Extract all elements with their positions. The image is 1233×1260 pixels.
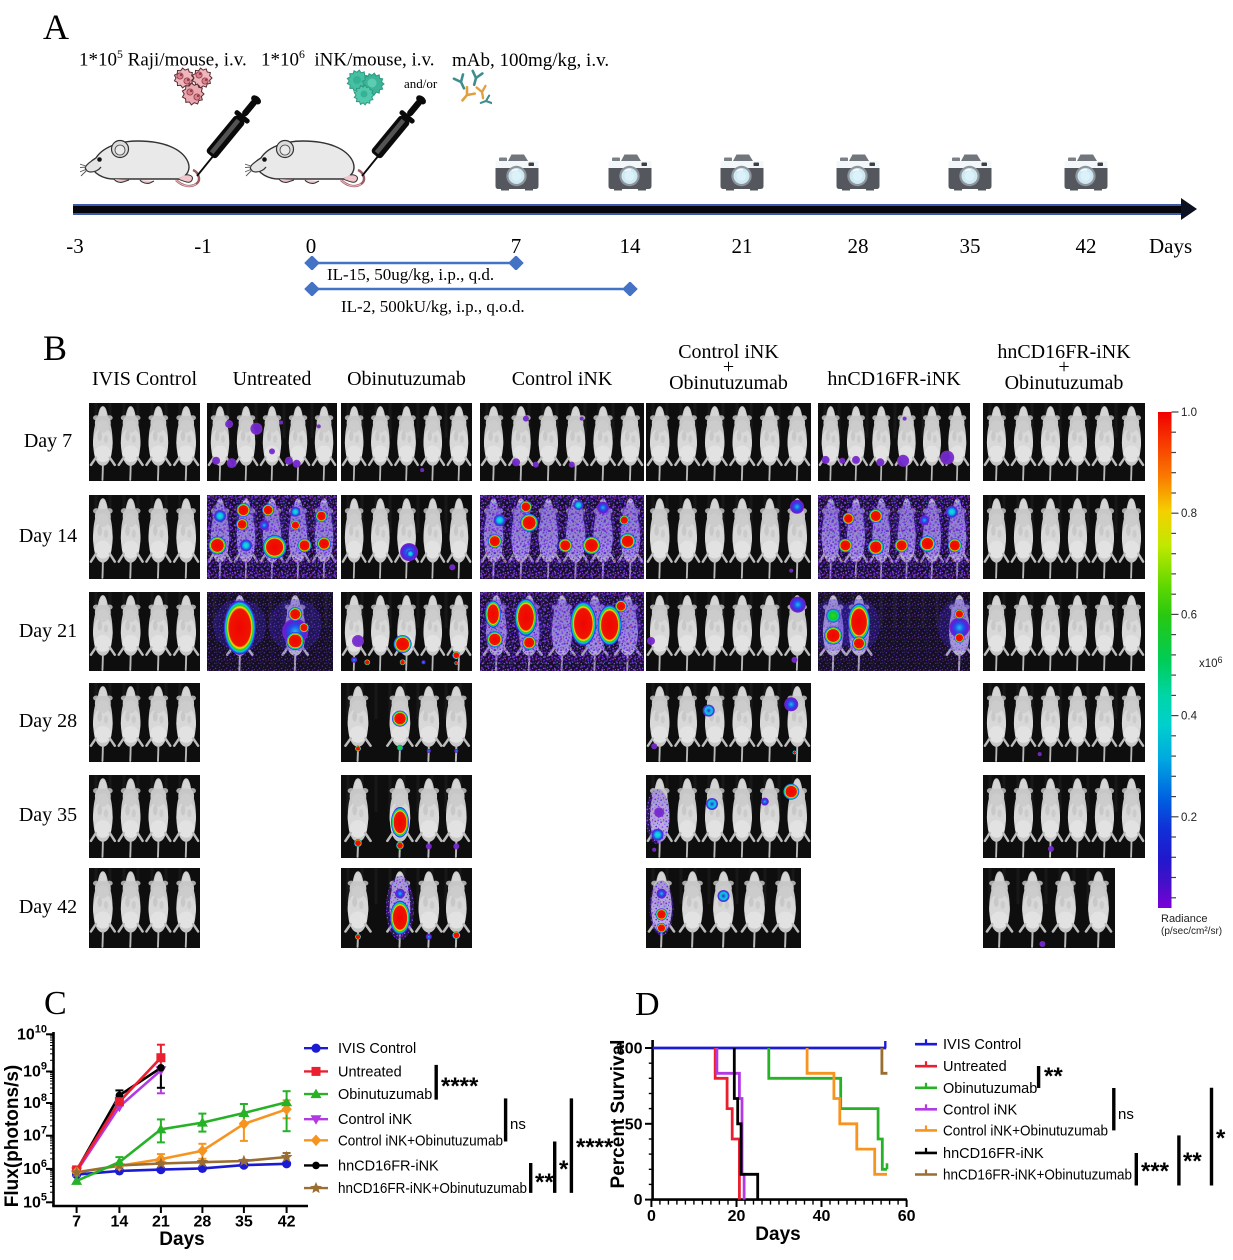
svg-text:****: **** bbox=[576, 1134, 614, 1161]
svg-text:Radiance: Radiance bbox=[1161, 913, 1207, 925]
svg-text:hnCD16FR-iNK+Obinutuzumab: hnCD16FR-iNK+Obinutuzumab bbox=[943, 1168, 1132, 1184]
svg-text:35: 35 bbox=[235, 1214, 253, 1231]
svg-text:Obinutuzumab: Obinutuzumab bbox=[338, 1087, 432, 1103]
svg-text:0.2: 0.2 bbox=[1181, 812, 1197, 824]
svg-text:105: 105 bbox=[23, 1191, 47, 1211]
svg-text:0: 0 bbox=[634, 1192, 643, 1209]
svg-text:0: 0 bbox=[647, 1208, 656, 1225]
svg-text:106: 106 bbox=[23, 1158, 47, 1178]
svg-text:Control iNK+Obinutuzumab: Control iNK+Obinutuzumab bbox=[943, 1123, 1108, 1139]
svg-text:107: 107 bbox=[23, 1125, 47, 1145]
svg-text:hnCD16FR-iNK+Obinutuzumab: hnCD16FR-iNK+Obinutuzumab bbox=[338, 1181, 527, 1197]
svg-text:(p/sec/cm²/sr): (p/sec/cm²/sr) bbox=[1161, 926, 1222, 937]
svg-text:hnCD16FR-iNK: hnCD16FR-iNK bbox=[943, 1146, 1044, 1162]
svg-text:0.4: 0.4 bbox=[1181, 711, 1198, 723]
svg-text:**: ** bbox=[1044, 1063, 1063, 1090]
svg-text:Days: Days bbox=[755, 1224, 800, 1245]
svg-text:D: D bbox=[635, 986, 660, 1023]
svg-text:100: 100 bbox=[616, 1041, 643, 1058]
svg-text:60: 60 bbox=[898, 1208, 916, 1225]
svg-text:Control iNK: Control iNK bbox=[943, 1102, 1017, 1118]
svg-text:Flux(photons/s): Flux(photons/s) bbox=[2, 1065, 23, 1207]
svg-text:ns: ns bbox=[510, 1116, 526, 1133]
svg-text:Untreated: Untreated bbox=[338, 1064, 402, 1080]
svg-text:**: ** bbox=[1183, 1148, 1202, 1175]
svg-text:Days: Days bbox=[159, 1229, 204, 1250]
svg-text:ns: ns bbox=[1118, 1106, 1134, 1123]
svg-text:7: 7 bbox=[72, 1214, 81, 1231]
svg-text:IVIS Control: IVIS Control bbox=[338, 1041, 416, 1057]
svg-text:42: 42 bbox=[278, 1214, 296, 1231]
svg-text:20: 20 bbox=[728, 1208, 746, 1225]
svg-text:40: 40 bbox=[813, 1208, 831, 1225]
svg-text:1.0: 1.0 bbox=[1181, 407, 1197, 419]
svg-text:14: 14 bbox=[111, 1214, 129, 1231]
svg-text:Control iNK: Control iNK bbox=[338, 1112, 412, 1128]
svg-text:Obinutuzumab: Obinutuzumab bbox=[943, 1081, 1037, 1097]
svg-text:28: 28 bbox=[194, 1214, 212, 1231]
svg-text:0.8: 0.8 bbox=[1181, 508, 1197, 520]
svg-text:*: * bbox=[559, 1156, 569, 1183]
svg-text:x106: x106 bbox=[1199, 655, 1223, 670]
svg-text:0.6: 0.6 bbox=[1181, 609, 1197, 621]
svg-text:*: * bbox=[1216, 1125, 1226, 1152]
svg-text:IVIS Control: IVIS Control bbox=[943, 1037, 1021, 1053]
svg-text:21: 21 bbox=[152, 1214, 170, 1231]
svg-text:109: 109 bbox=[23, 1061, 47, 1081]
svg-text:50: 50 bbox=[625, 1116, 643, 1133]
svg-text:**: ** bbox=[535, 1169, 554, 1196]
svg-text:Control iNK+Obinutuzumab: Control iNK+Obinutuzumab bbox=[338, 1133, 503, 1149]
svg-text:hnCD16FR-iNK: hnCD16FR-iNK bbox=[338, 1158, 439, 1174]
svg-text:Untreated: Untreated bbox=[943, 1059, 1007, 1075]
svg-text:****: **** bbox=[441, 1073, 479, 1100]
svg-text:***: *** bbox=[1141, 1158, 1170, 1185]
svg-text:1010: 1010 bbox=[17, 1023, 47, 1043]
svg-text:Percent Survival: Percent Survival bbox=[608, 1040, 629, 1189]
svg-text:108: 108 bbox=[23, 1092, 47, 1112]
